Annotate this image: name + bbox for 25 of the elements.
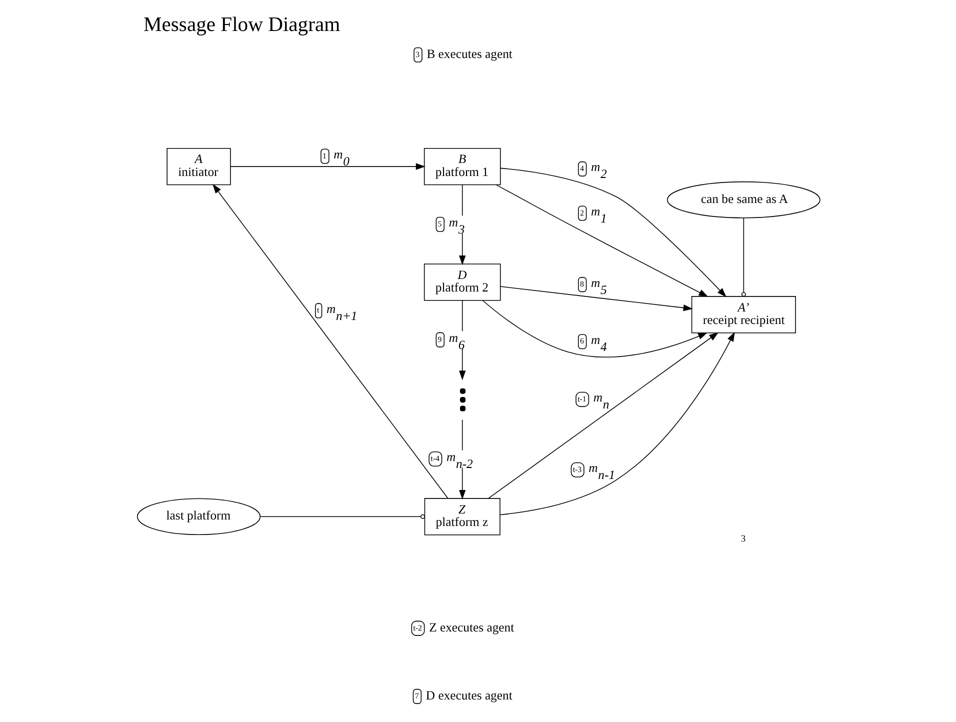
label: 3: [740, 534, 746, 544]
node-box: A’ receipt recipient: [690, 296, 796, 334]
node-box: A initiator: [166, 148, 230, 186]
connector: [260, 514, 425, 519]
node-box: Z platform z: [424, 498, 500, 536]
node-label: 7: [414, 691, 418, 700]
arrow: [495, 184, 708, 297]
arrow: [482, 300, 708, 358]
node-label: D executes agent: [425, 688, 512, 702]
node-label: t-2: [412, 623, 422, 632]
node-box: B platform 1: [423, 148, 500, 186]
arrow: [212, 184, 448, 499]
node-label: 3: [415, 50, 420, 59]
arrow: [458, 184, 466, 266]
arrow: [458, 300, 466, 380]
node-box: D platform 2: [423, 264, 500, 301]
connector: [740, 218, 746, 297]
node-ellipse: last platform: [136, 498, 260, 536]
node-label: B executes agent: [426, 46, 512, 61]
arrow: [500, 168, 726, 298]
diagram-title: Message Flow Diagram: [143, 14, 340, 36]
arrow: [500, 286, 692, 312]
arrow: [230, 163, 425, 170]
node-label: Z executes agent: [428, 620, 514, 634]
node-ellipse: can be same as A: [666, 181, 820, 218]
